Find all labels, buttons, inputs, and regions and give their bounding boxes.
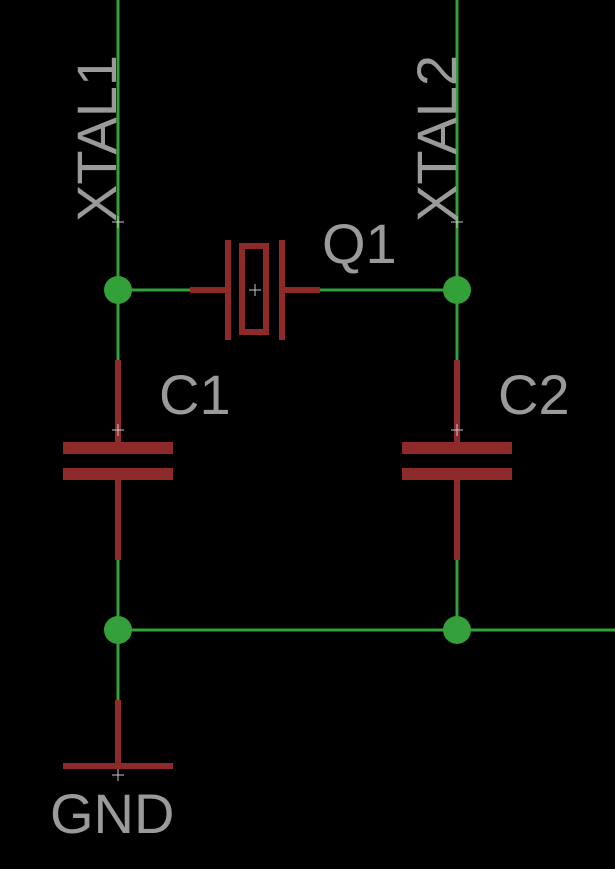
component-label-c1: C1 — [159, 363, 231, 426]
junction-c2-gnd — [443, 616, 471, 644]
origin-mark-c1 — [112, 424, 124, 436]
origin-mark-xtal1 — [112, 216, 124, 228]
ground-symbol[interactable] — [63, 700, 173, 769]
net-label-xtal1: XTAL1 — [65, 55, 128, 222]
component-label-c2: C2 — [498, 363, 570, 426]
wires — [116, 0, 615, 700]
capacitor-c2-symbol[interactable] — [402, 360, 512, 560]
junction-c1-gnd — [104, 616, 132, 644]
capacitor-c1-symbol[interactable] — [63, 360, 173, 560]
origin-mark-c2 — [451, 424, 463, 436]
net-label-gnd: GND — [50, 782, 174, 845]
origin-marks — [112, 216, 463, 781]
junction-xtal1-q1 — [104, 276, 132, 304]
crystal-q1-symbol[interactable] — [190, 240, 320, 340]
origin-mark-gnd — [112, 769, 124, 781]
q1-crystal-body — [239, 243, 269, 335]
net-label-xtal2: XTAL2 — [405, 55, 468, 222]
junction-xtal2-q1 — [443, 276, 471, 304]
origin-mark-xtal2 — [451, 216, 463, 228]
junctions — [104, 276, 471, 644]
component-label-q1: Q1 — [322, 212, 397, 275]
origin-mark-q1 — [249, 284, 261, 296]
